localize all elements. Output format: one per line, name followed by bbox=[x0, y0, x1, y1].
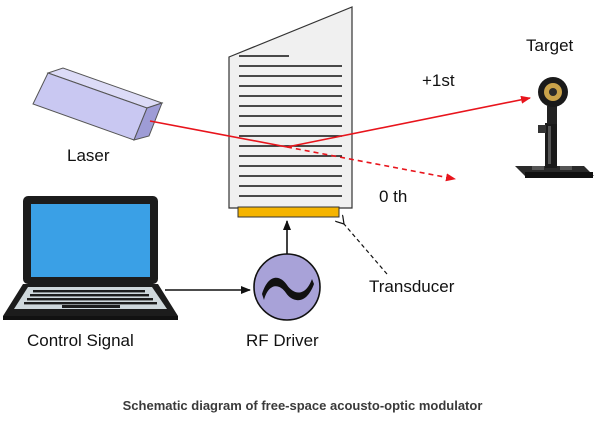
transducer-pointer bbox=[344, 224, 388, 275]
target-mount-icon bbox=[515, 77, 594, 178]
aom-crystal bbox=[228, 6, 353, 209]
rf-driver-label: RF Driver bbox=[246, 331, 319, 350]
acoustic-wavefronts bbox=[239, 55, 342, 197]
laser-label: Laser bbox=[67, 146, 110, 165]
sine-wave-icon bbox=[262, 277, 314, 301]
control-signal-label: Control Signal bbox=[27, 331, 134, 350]
laptop-icon bbox=[3, 196, 178, 320]
first-order-label: +1st bbox=[422, 71, 455, 90]
transducer-label: Transducer bbox=[369, 277, 455, 296]
figure-caption: Schematic diagram of free-space acousto-… bbox=[122, 398, 483, 413]
transducer bbox=[237, 206, 340, 218]
zeroth-order-label: 0 th bbox=[379, 187, 407, 206]
laser-beams bbox=[149, 95, 531, 182]
laser-icon bbox=[32, 67, 164, 141]
rf-driver bbox=[253, 253, 321, 321]
target-label: Target bbox=[526, 36, 574, 55]
